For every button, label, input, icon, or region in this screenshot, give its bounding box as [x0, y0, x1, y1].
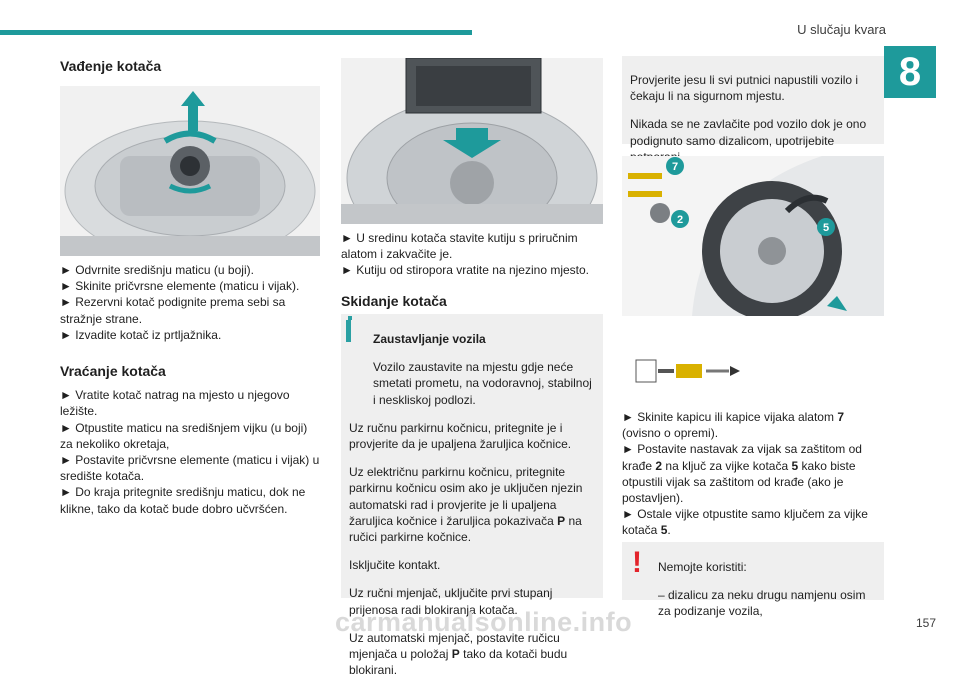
- header-accent-bar: [0, 30, 472, 35]
- step-line: ► Odvrnite središnju maticu (u boji).: [60, 263, 254, 277]
- step-ref: 2: [655, 458, 663, 473]
- info-line: Isključite kontakt.: [349, 558, 441, 573]
- info-icon: [346, 320, 351, 342]
- chapter-badge: 8: [884, 46, 936, 98]
- step-line: ► Skinite kapicu ili kapice vijaka alato…: [622, 409, 884, 441]
- step-ref: 5: [791, 458, 799, 473]
- note-box-passengers: Provjerite jesu li svi putnici napustili…: [622, 56, 884, 164]
- warning-box: ! Nemojte koristiti: – dizalicu za neku …: [622, 542, 884, 618]
- callout-5: 5: [823, 222, 829, 234]
- step-line: ► Kutiju od stiropora vratite na njezino…: [341, 263, 589, 278]
- heading-wheel-removal: Vađenje kotača: [60, 58, 162, 74]
- info-icon-dot: [348, 316, 352, 320]
- figure-spare-wheel-nut: [60, 86, 320, 256]
- info-line: Uz ručnu parkirnu kočnicu, pritegnite je…: [349, 420, 572, 452]
- column-2-steps: ► U sredinu kotača stavite kutiju s prir…: [341, 230, 603, 309]
- info-line-text: ručici parkirne kočnice.: [349, 530, 472, 545]
- step-text: ► Ostale vijke otpustite samo ključem za…: [622, 507, 868, 538]
- section-title: U slučaju kvara: [797, 22, 886, 37]
- info-title: Zaustavljanje vozila: [373, 332, 486, 346]
- step-line: ► Postavite nastavak za vijak sa zaštito…: [622, 441, 884, 506]
- info-line: Vozilo zaustavite na mjestu gdje neće sm…: [373, 360, 592, 407]
- step-line: ► Izvadite kotač iz prtljažnika.: [60, 327, 222, 342]
- warning-title: Nemojte koristiti:: [658, 560, 747, 574]
- step-line: ► Otpustite maticu na središnjem vijku (…: [60, 420, 308, 451]
- info-box-stopping-vehicle: Zaustavljanje vozila Vozilo zaustavite n…: [341, 314, 603, 677]
- heading-wheel-return: Vraćanje kotača: [60, 363, 166, 380]
- callout-7: 7: [672, 161, 678, 173]
- column-1: Vađenje kotača: [60, 58, 322, 74]
- step-text: na ključ za vijke kotača: [665, 458, 789, 473]
- info-line-text: Uz električnu parkirnu kočnicu, pritegni…: [349, 465, 583, 528]
- step-line: ► Ostale vijke otpustite samo ključem za…: [622, 507, 868, 538]
- step-line: ► Rezervni kotač podignite prema sebi sa…: [60, 295, 286, 326]
- info-suffix: na: [568, 513, 582, 528]
- step-ref: 7: [837, 410, 844, 424]
- info-line: Uz ručni mjenjač, uključite prvi stupanj…: [349, 586, 553, 617]
- page-number: 157: [915, 616, 936, 630]
- callout-2: 2: [677, 214, 683, 226]
- step-text: kako biste otpustili vijak sa zaštitom o…: [622, 458, 856, 506]
- step-line: ► Postavite pričvrsne elemente (maticu i…: [60, 453, 320, 484]
- step-line: ► U sredinu kotača stavite kutiju s prir…: [341, 231, 578, 262]
- watermark: carmanualsonline.info: [335, 607, 633, 637]
- info-bold-p: P: [557, 513, 566, 528]
- figure-toolbox-in-wheel: [341, 58, 603, 224]
- step-text: (ovisno o opremi).: [622, 426, 719, 441]
- step-text: ► Skinite kapicu ili kapice vijaka alato…: [622, 410, 834, 424]
- figure-antitheft-adapter: [634, 356, 746, 386]
- warning-line: – dizalicu za neku drugu namjenu osim za…: [658, 588, 866, 619]
- removal-steps: ► Odvrnite središnju maticu (u boji). ► …: [60, 262, 322, 517]
- note-line: Nikada se ne zavlačite pod vozilo dok je…: [630, 117, 867, 163]
- figure-wheel-bolts: 7 2 5: [622, 156, 884, 316]
- heading-remove-wheel: Skidanje kotača: [341, 292, 447, 309]
- step-line: ► Vratite kotač natrag na mjesto u njego…: [60, 388, 290, 419]
- info-line: Uz električnu parkirnu kočnicu, pritegni…: [349, 464, 595, 545]
- step-text: ► Postavite nastavak za vijak sa zaštito…: [622, 442, 862, 473]
- warning-icon: !: [632, 546, 642, 579]
- step-line: ► Skinite pričvrsne elemente (maticu i v…: [60, 279, 300, 294]
- step-ref: 5: [660, 523, 668, 538]
- note-line: Provjerite jesu li svi putnici napustili…: [630, 73, 859, 104]
- step-line: ► Do kraja pritegnite središnju maticu, …: [60, 485, 306, 516]
- info-bold-p: P: [451, 647, 460, 662]
- column-3-steps: ► Skinite kapicu ili kapice vijaka alato…: [622, 409, 884, 539]
